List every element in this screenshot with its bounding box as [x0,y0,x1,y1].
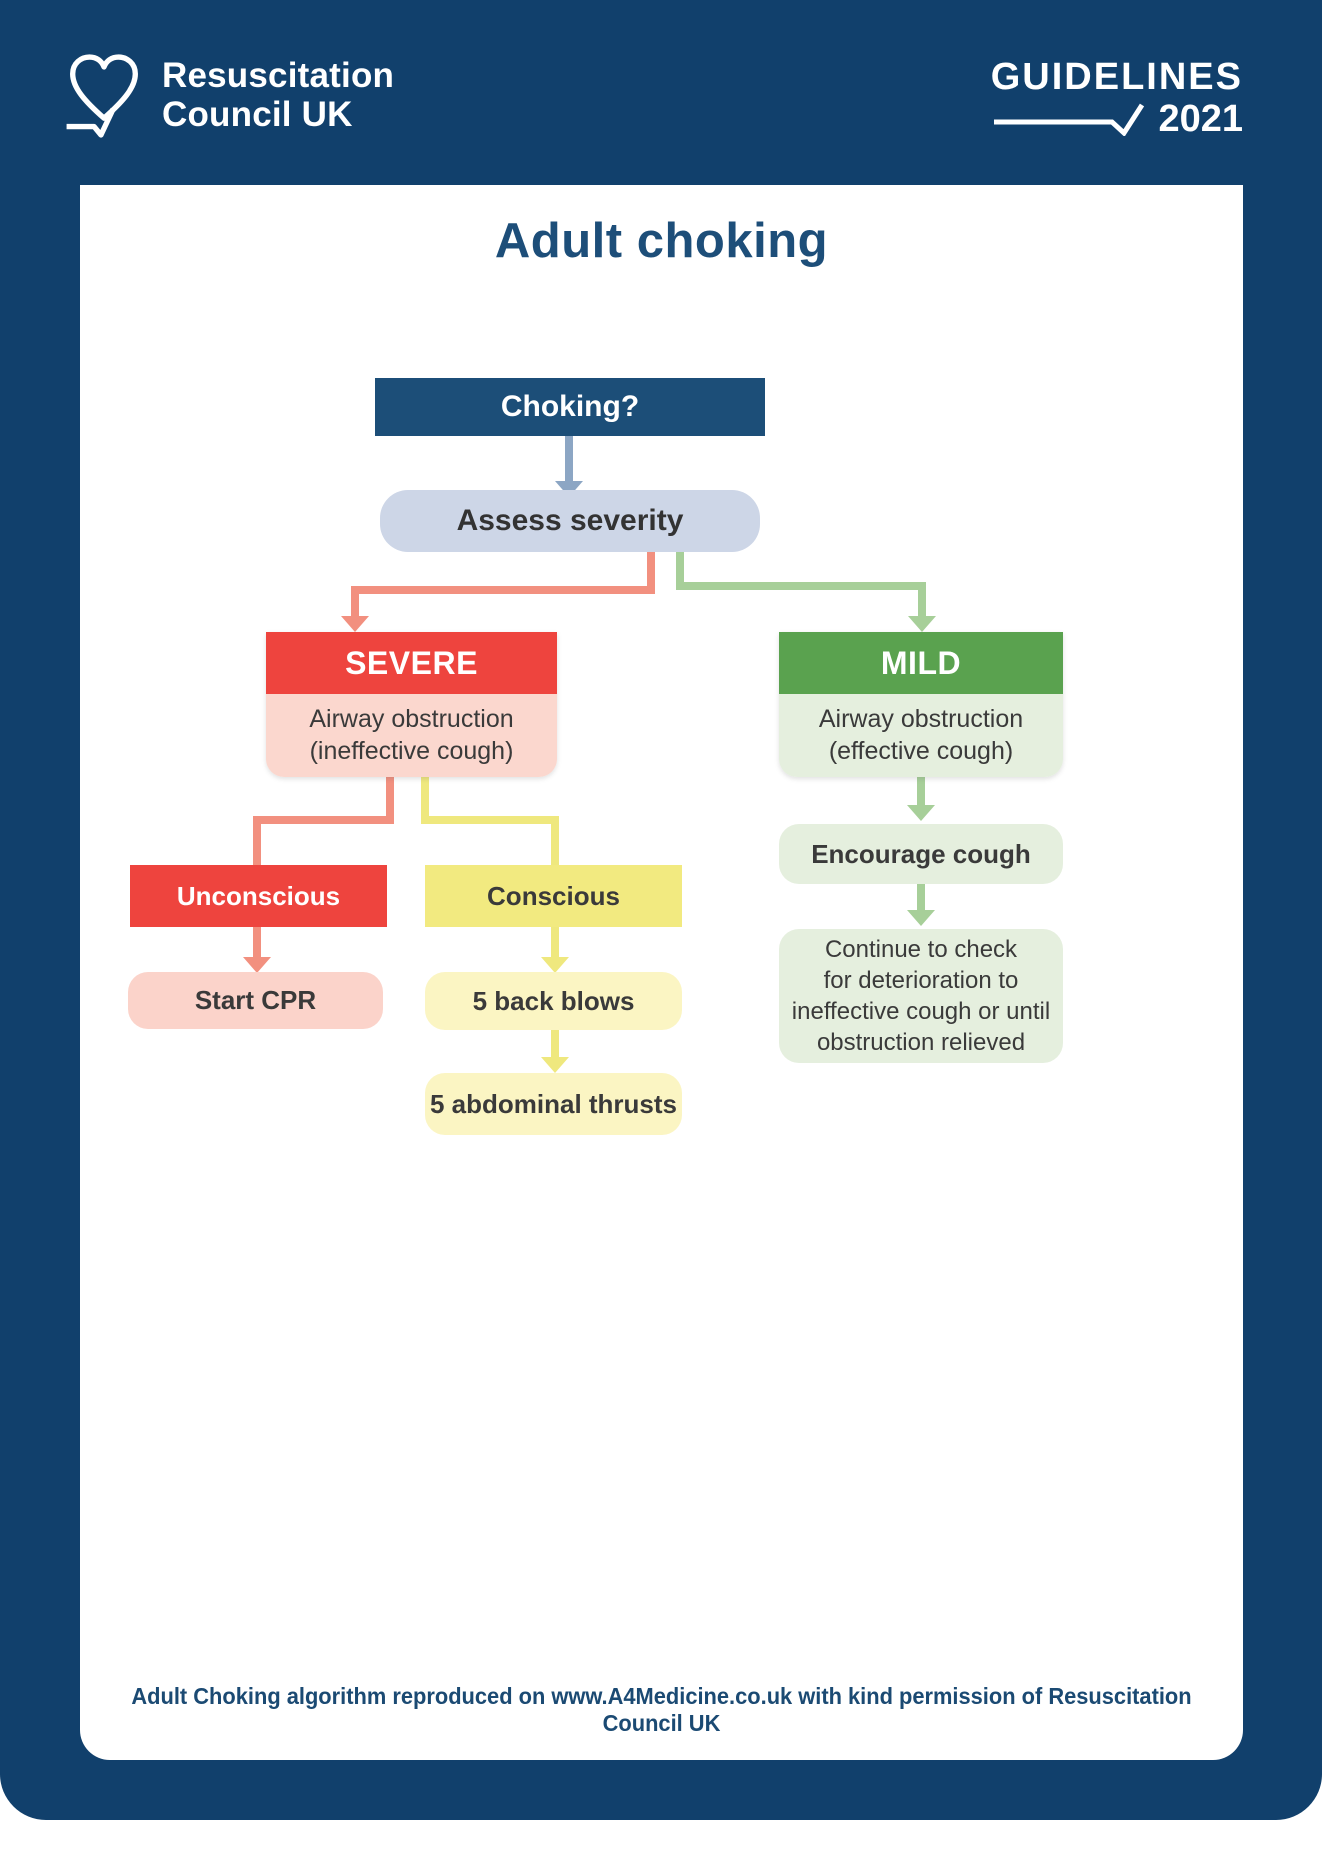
connector-severe-unconscious-h [253,816,394,824]
arrowhead-backblows-thrusts [541,1057,569,1073]
rcuk-logo: Resuscitation Council UK [62,48,394,144]
connector-assess-severe-v1 [647,552,655,590]
page-title: Adult choking [494,214,829,268]
guidelines-year: 2021 [1158,98,1243,140]
connector-assess-severe-v2 [351,586,359,617]
encourage-cough-box: Encourage cough [779,824,1063,884]
severe-body-line1: Airway obstruction [309,705,514,733]
guidelines-label: GUIDELINES [990,56,1243,98]
abdominal-thrusts-box: 5 abdominal thrusts [425,1073,682,1135]
mild-body-line2: (effective cough) [828,736,1014,765]
connector-assess-severe-h [351,586,655,594]
connector-severe-conscious-h [421,816,559,824]
connector-mild-encourage [917,777,925,806]
severe-header: SEVERE [266,632,557,694]
choking-box: Choking? [375,378,765,436]
connector-severe-unconscious-v1 [386,777,394,820]
arrowhead-unconscious-cpr [243,957,271,973]
back-blows-box: 5 back blows [425,972,682,1030]
severe-body: Airway obstruction (ineffective cough) [266,694,557,777]
connector-backblows-thrusts [551,1030,559,1058]
assess-severity-box: Assess severity [380,490,760,552]
connector-assess-mild-v2 [918,582,926,617]
severe-body-line2: (ineffective cough) [309,736,514,765]
mild-body-line1: Airway obstruction [818,705,1024,733]
connector-assess-mild-v1 [676,552,684,590]
arrowhead-assess-mild [908,616,936,632]
logo-line1: Resuscitation [162,56,395,95]
footer-credit-text: Adult Choking algorithm reproduced on ww… [131,1683,1192,1736]
content-card: Adult choking Choking? Assess severity S… [80,185,1243,1760]
arrowhead-conscious-backblows [541,957,569,973]
connector-severe-unconscious-v2 [253,816,261,865]
arrowhead-assess-severe [341,616,369,632]
conscious-box: Conscious [425,865,682,927]
logo-line2: Council UK [162,95,353,135]
severe-box: SEVERE Airway obstruction (ineffective c… [266,632,557,777]
connector-encourage-continue [917,884,925,911]
footer-credit: Adult Choking algorithm reproduced on ww… [80,1683,1243,1737]
mild-body: Airway obstruction (effective cough) [779,694,1063,777]
continue-check-line3: ineffective cough or until [791,998,1051,1025]
heart-check-icon [62,48,146,144]
unconscious-box: Unconscious [130,865,387,927]
connector-unconscious-cpr [253,927,261,958]
check-line-icon [992,102,1158,136]
connector-assess-mild-h [676,582,926,590]
poster-page: Resuscitation Council UK GUIDELINES 2021… [0,0,1322,1820]
continue-check-line2: for deterioration to [823,966,1019,994]
connector-severe-conscious-v1 [421,777,429,820]
guidelines-badge: GUIDELINES 2021 [991,58,1243,138]
arrowhead-mild-encourage [907,805,935,821]
arrowhead-encourage-continue [907,910,935,926]
connector-choking-assess [565,436,573,482]
continue-check-box: Continue to check for deterioration to i… [779,929,1063,1063]
connector-severe-conscious-v2 [551,816,559,865]
continue-check-line4: obstruction relieved [816,1029,1026,1057]
start-cpr-box: Start CPR [128,972,383,1029]
continue-check-line1: Continue to check [824,935,1018,963]
connector-conscious-backblows [551,927,559,958]
mild-box: MILD Airway obstruction (effective cough… [779,632,1063,777]
mild-header: MILD [779,632,1063,694]
